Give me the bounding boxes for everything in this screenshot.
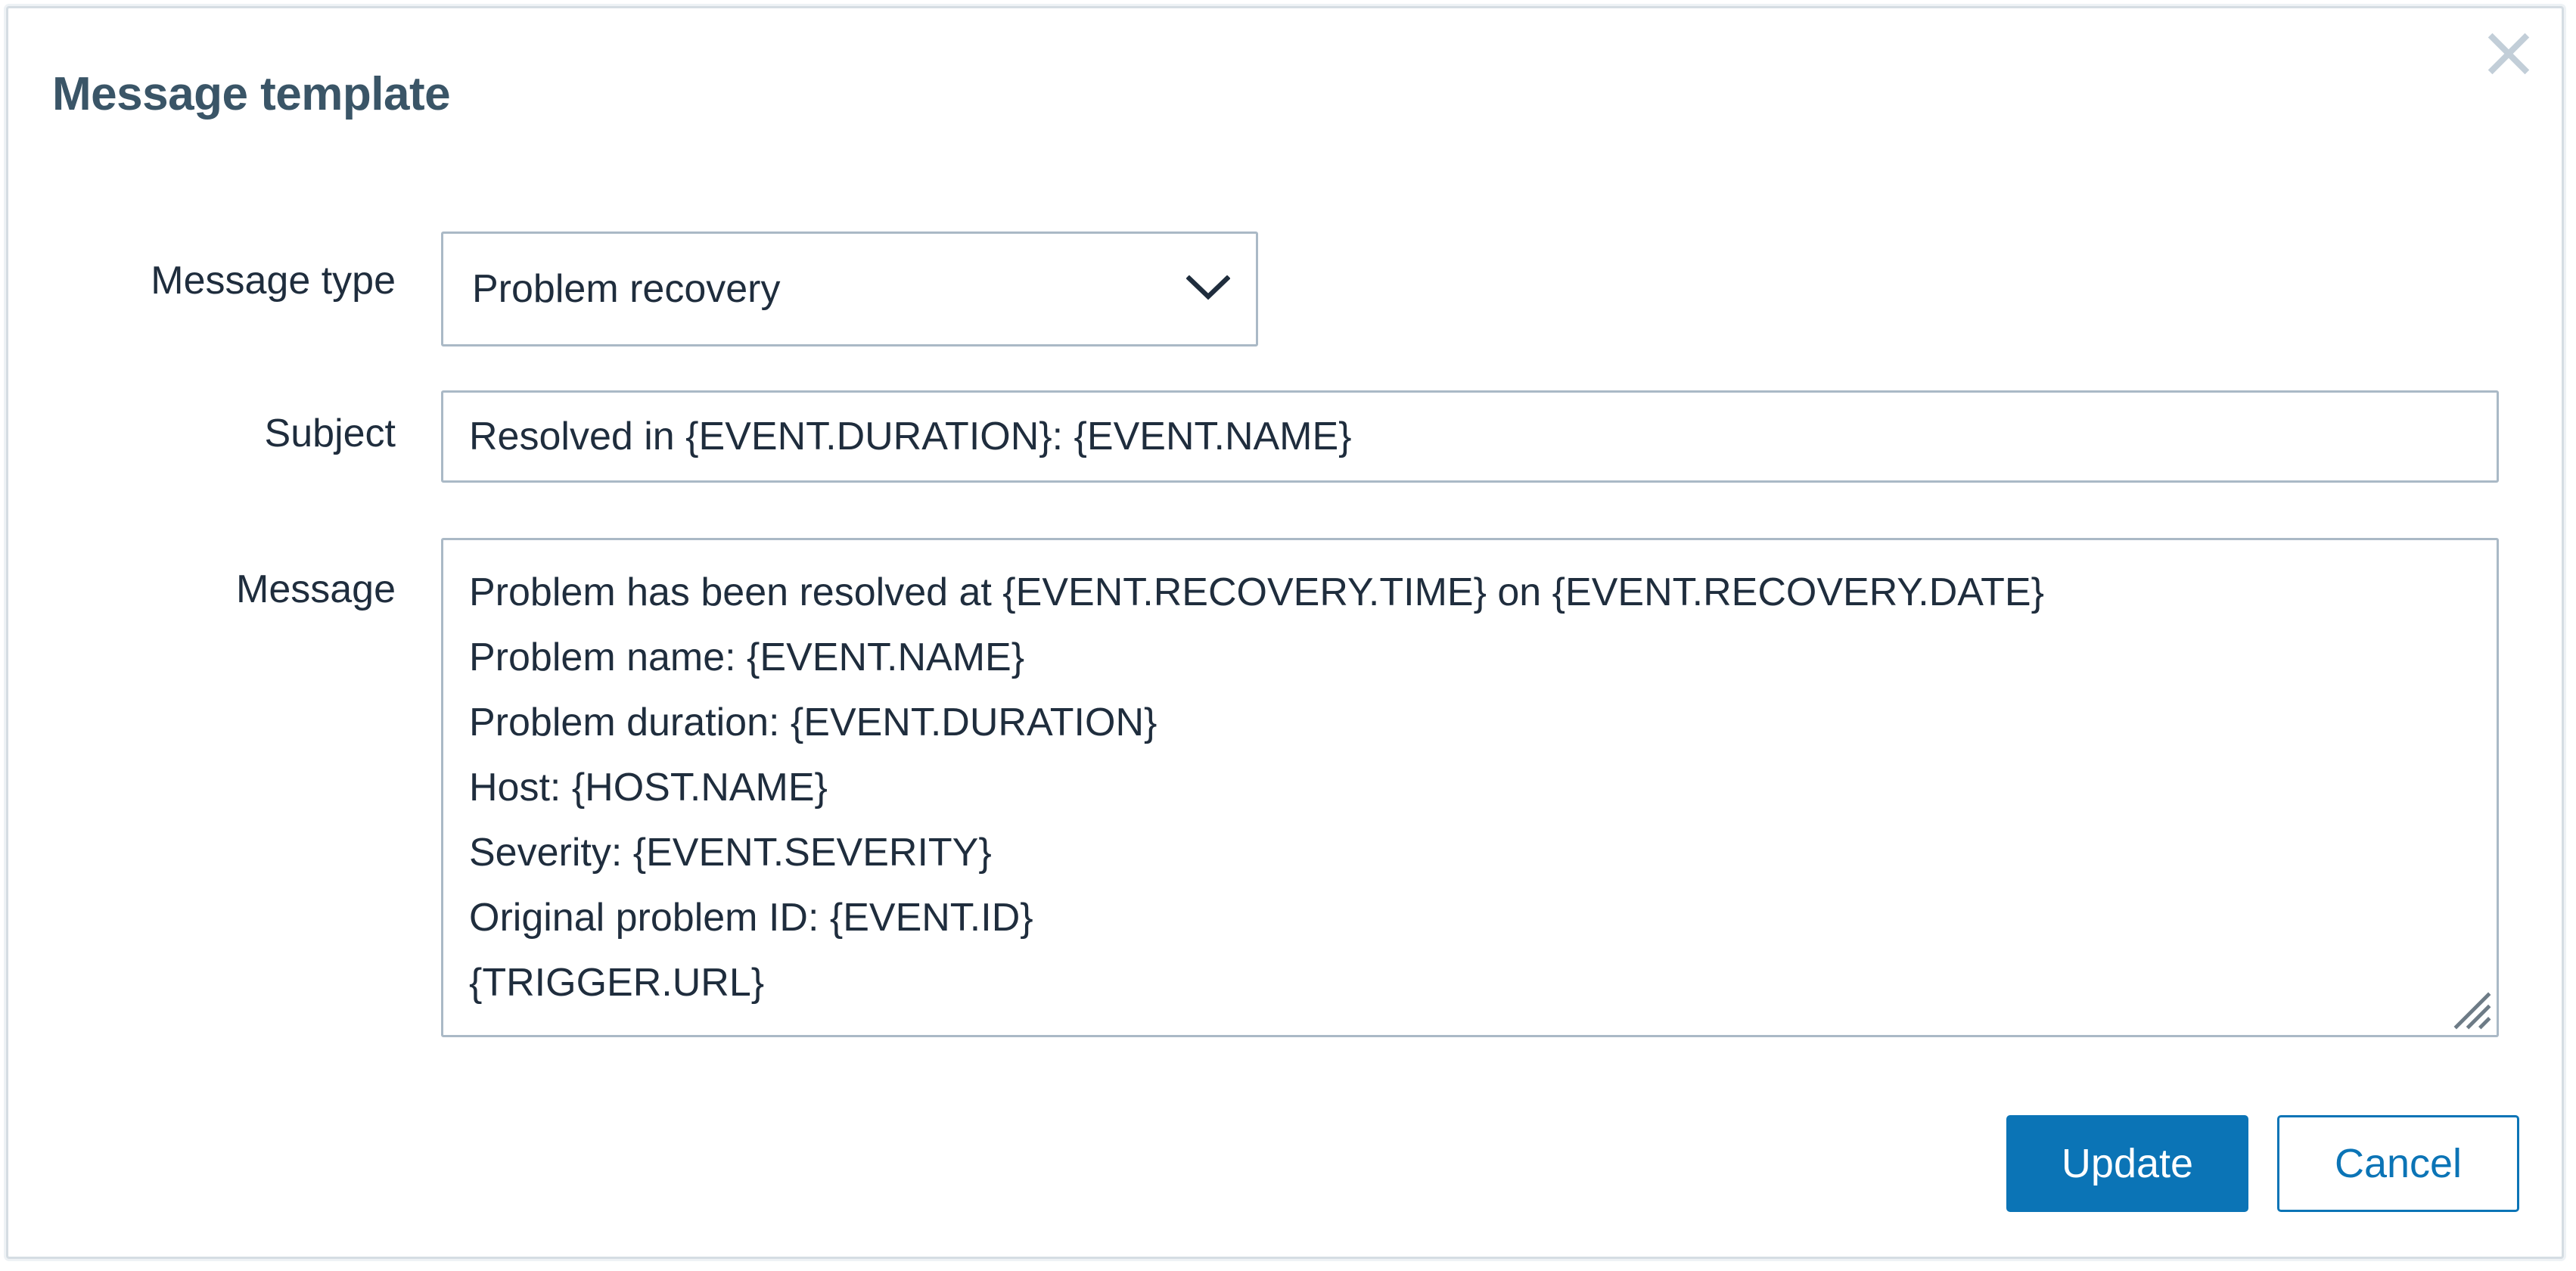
resize-grip-icon[interactable] bbox=[2453, 991, 2492, 1030]
message-template-dialog: Message template Message type Problem re… bbox=[6, 6, 2564, 1259]
subject-input[interactable] bbox=[441, 390, 2499, 483]
update-button[interactable]: Update bbox=[2006, 1115, 2248, 1212]
close-icon-glyph bbox=[2487, 33, 2530, 75]
resize-grip-icon-glyph bbox=[2453, 992, 2491, 1030]
subject-label: Subject bbox=[264, 412, 396, 455]
chevron-down-icon-glyph bbox=[1186, 275, 1230, 300]
message-label: Message bbox=[236, 567, 396, 611]
cancel-button[interactable]: Cancel bbox=[2277, 1115, 2519, 1212]
close-icon[interactable] bbox=[2480, 25, 2537, 82]
message-textarea[interactable] bbox=[443, 540, 2497, 1035]
message-type-select[interactable]: Problem recovery bbox=[441, 232, 1258, 346]
chevron-down-icon bbox=[1186, 234, 1230, 344]
message-type-label: Message type bbox=[151, 259, 396, 303]
page-title: Message template bbox=[52, 68, 451, 120]
dialog-footer: Update Cancel bbox=[2006, 1115, 2519, 1212]
message-type-selected-value: Problem recovery bbox=[472, 267, 781, 311]
message-textarea-wrapper bbox=[441, 538, 2499, 1037]
